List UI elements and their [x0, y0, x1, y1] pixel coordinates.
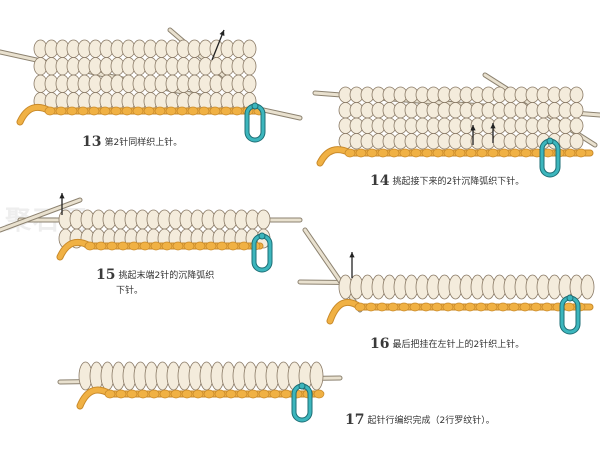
direction-arrow: [470, 125, 476, 145]
knitted-fabric: [338, 86, 584, 150]
needle: [0, 197, 83, 233]
step-17-knitting-svg: [57, 361, 343, 423]
knitted-fabric: [338, 274, 595, 300]
direction-arrow: [211, 29, 225, 61]
orange-cast-on-row: [326, 298, 594, 325]
stitch-marker: [539, 137, 561, 178]
knitted-fabric: [33, 39, 257, 111]
orange-cast-on-row: [16, 103, 265, 126]
orange-cast-on-row: [56, 238, 264, 261]
stitch-marker: [251, 232, 273, 273]
stitch-marker: [291, 382, 313, 423]
needle: [302, 227, 363, 313]
step-14-knitting-svg: [312, 72, 600, 178]
orange-cast-on-row: [316, 146, 594, 167]
orange-cast-on-row: [76, 386, 325, 410]
step-13-knitting-svg: [0, 27, 303, 143]
direction-arrow: [59, 193, 65, 215]
direction-arrow: [349, 252, 355, 278]
stitch-marker: [244, 102, 266, 143]
step-15-knitting-svg: [0, 193, 303, 273]
knitted-fabric: [78, 361, 324, 391]
stitch-marker: [559, 294, 581, 335]
step-15-caption-line2: 下针。: [116, 286, 144, 296]
step-16-knitting-svg: [297, 227, 595, 335]
direction-arrow: [490, 123, 496, 143]
